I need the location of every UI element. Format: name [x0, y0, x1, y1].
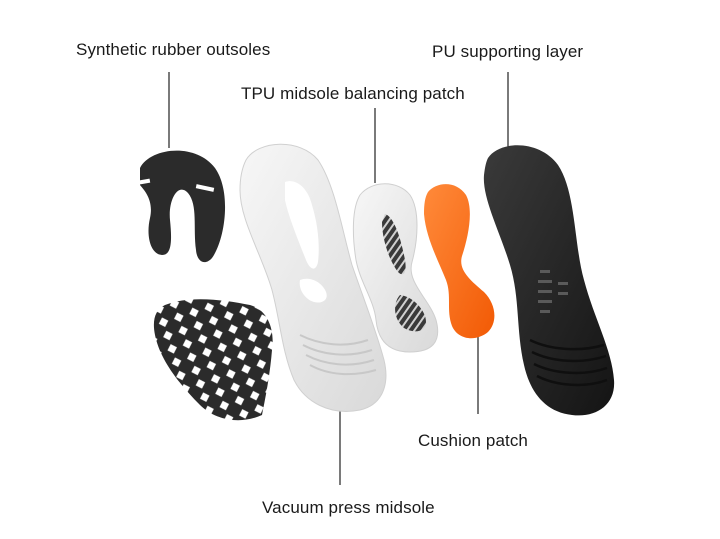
label-synthetic-rubber-outsoles: Synthetic rubber outsoles	[76, 40, 271, 59]
vacuum-press-midsole	[239, 143, 387, 412]
forefoot-rubber-outsole	[153, 299, 273, 421]
label-vacuum-press-midsole: Vacuum press midsole	[262, 498, 435, 517]
label-pu-supporting-layer: PU supporting layer	[432, 42, 584, 61]
pu-supporting-layer	[483, 145, 615, 416]
heel-rubber-outsole	[133, 150, 226, 263]
cushion-patch	[424, 184, 495, 339]
label-tpu-midsole-balancing-patch: TPU midsole balancing patch	[241, 84, 465, 103]
tpu-balancing-patch	[352, 183, 439, 353]
leader-lines	[168, 72, 509, 485]
label-cushion-patch: Cushion patch	[418, 431, 528, 450]
